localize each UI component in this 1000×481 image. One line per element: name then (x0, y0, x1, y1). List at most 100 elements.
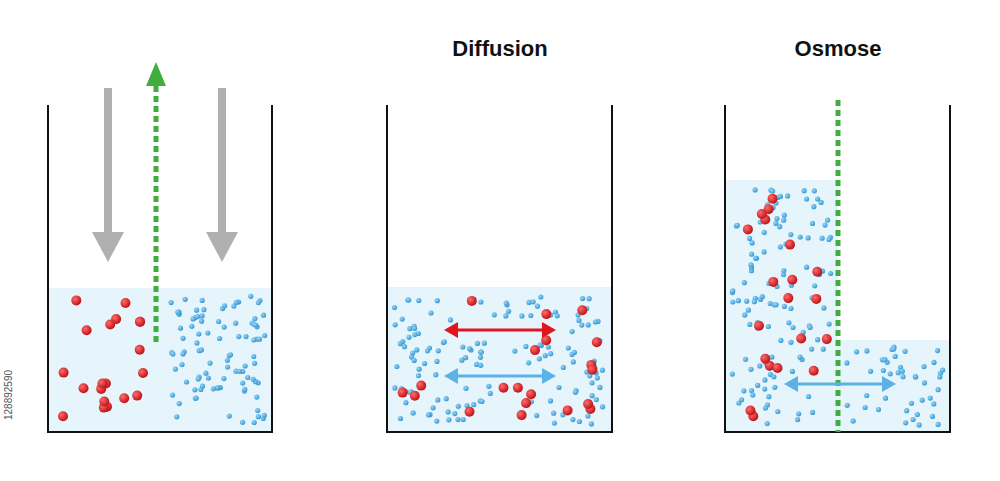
solute-particle (398, 388, 408, 398)
water-particle (256, 300, 261, 305)
water-particle (854, 349, 859, 354)
water-particle (579, 323, 584, 328)
water-particle (812, 283, 817, 288)
water-particle (762, 249, 767, 254)
water-particle (177, 401, 182, 406)
water-particle (184, 379, 189, 384)
water-particle (170, 393, 175, 398)
solute-particle (811, 294, 821, 304)
water-particle (754, 256, 759, 261)
water-particle (207, 361, 212, 366)
solute-particle (587, 365, 597, 375)
arrowhead (146, 62, 166, 86)
water-particle (915, 412, 920, 417)
solute-particle (58, 411, 68, 421)
water-particle (446, 409, 451, 414)
water-particle (234, 300, 239, 305)
solute-particle (97, 379, 107, 389)
water-particle (750, 240, 755, 245)
water-particle (903, 349, 908, 354)
water-particle (781, 268, 786, 273)
water-particle (812, 188, 817, 193)
water-particle (900, 374, 905, 379)
water-particle (774, 216, 779, 221)
water-particle (808, 325, 813, 330)
water-particle (797, 355, 802, 360)
water-particle (810, 221, 815, 226)
water-particle (804, 196, 809, 201)
water-particle (882, 357, 887, 362)
solute-particle (809, 366, 819, 376)
section-title: Diffusion (452, 36, 547, 62)
solute-particle (745, 406, 755, 416)
water-particle (233, 321, 238, 326)
water-particle (478, 355, 483, 360)
water-particle (845, 403, 850, 408)
water-particle (883, 396, 888, 401)
beaker (48, 105, 272, 432)
water-particle (747, 236, 752, 241)
water-particle (180, 351, 185, 356)
water-particle (806, 235, 811, 240)
water-particle (189, 324, 194, 329)
water-particle (753, 187, 758, 192)
water-particle (216, 385, 221, 390)
water-particle (478, 350, 483, 355)
water-particle (251, 377, 256, 382)
water-particle (580, 296, 585, 301)
water-particle (936, 387, 941, 392)
water-particle (456, 404, 461, 409)
water-particle (201, 307, 206, 312)
solute-particle (743, 224, 753, 234)
water-particle (570, 417, 575, 422)
water-particle (506, 309, 511, 314)
water-particle (810, 410, 815, 415)
solute-particle (416, 381, 426, 391)
water-particle (778, 194, 783, 199)
solute-particle (526, 389, 536, 399)
solute-particle (119, 393, 129, 403)
water-particle (749, 388, 754, 393)
water-particle (790, 369, 795, 374)
water-particle (538, 294, 543, 299)
water-particle (811, 204, 816, 209)
water-particle (405, 297, 410, 302)
water-particle (788, 340, 793, 345)
osmosis-arrow (784, 376, 896, 392)
water-particle (425, 348, 430, 353)
water-particle (920, 398, 925, 403)
solute-particle (71, 295, 81, 305)
water-particle (416, 298, 421, 303)
water-particle (730, 299, 735, 304)
water-particle (455, 417, 460, 422)
solute-particle (785, 240, 795, 250)
water-particle (863, 405, 868, 410)
water-particle (572, 350, 577, 355)
water-particle (802, 188, 807, 193)
water-particle (196, 331, 201, 336)
water-particle (821, 305, 826, 310)
solute-particle (783, 293, 793, 303)
solute-particle (812, 267, 822, 277)
water-particle (771, 374, 776, 379)
water-particle (486, 384, 491, 389)
water-particle (586, 322, 591, 327)
water-particle (225, 358, 230, 363)
water-particle (571, 359, 576, 364)
solute-particle (541, 309, 551, 319)
water-particle (864, 348, 869, 353)
water-particle (526, 360, 531, 365)
water-particle (770, 188, 775, 193)
water-particle (222, 303, 227, 308)
water-particle (519, 313, 524, 318)
water-particle (786, 320, 791, 325)
water-particle (935, 348, 940, 353)
water-particle (398, 341, 403, 346)
solute-particle (59, 368, 69, 378)
water-particle (587, 296, 592, 301)
water-particle (394, 364, 399, 369)
water-particle (778, 244, 783, 249)
water-particle (225, 364, 230, 369)
water-particle (403, 400, 408, 405)
solute-particle (499, 383, 509, 393)
